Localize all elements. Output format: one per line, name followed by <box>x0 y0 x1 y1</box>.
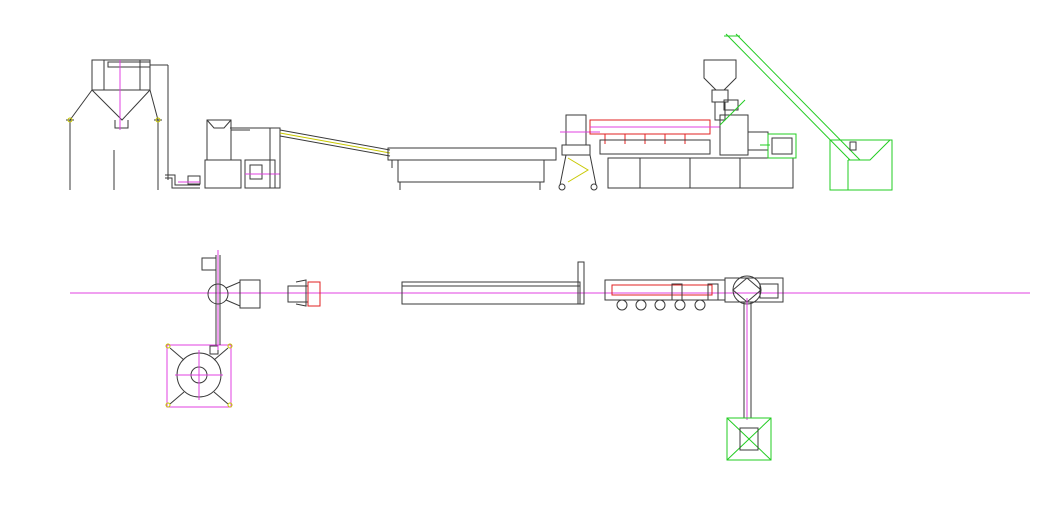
cooling-tank <box>387 147 557 190</box>
gearbox-motor <box>719 114 797 159</box>
machine-base <box>607 157 794 189</box>
die-head <box>558 114 600 191</box>
cyclone-silo <box>66 59 169 190</box>
plan-view <box>70 250 1030 461</box>
elevation-view <box>66 33 893 191</box>
blower-pipe <box>165 174 201 189</box>
loader-plan <box>743 298 752 420</box>
washer-plan <box>207 279 261 309</box>
pipe-plan <box>201 250 221 350</box>
screw-loader <box>719 33 861 161</box>
feeder-box <box>829 139 893 191</box>
washing-unit <box>204 119 281 189</box>
tank-plan <box>401 261 585 305</box>
cyclone-plan <box>165 343 233 408</box>
main-hopper <box>703 59 739 121</box>
inclined-conveyor <box>230 127 391 157</box>
extruder-barrel <box>589 119 720 155</box>
motor-plan <box>724 275 784 305</box>
blower-plan <box>287 279 321 307</box>
extruder-plan <box>604 279 726 311</box>
feeder-plan <box>726 417 772 461</box>
